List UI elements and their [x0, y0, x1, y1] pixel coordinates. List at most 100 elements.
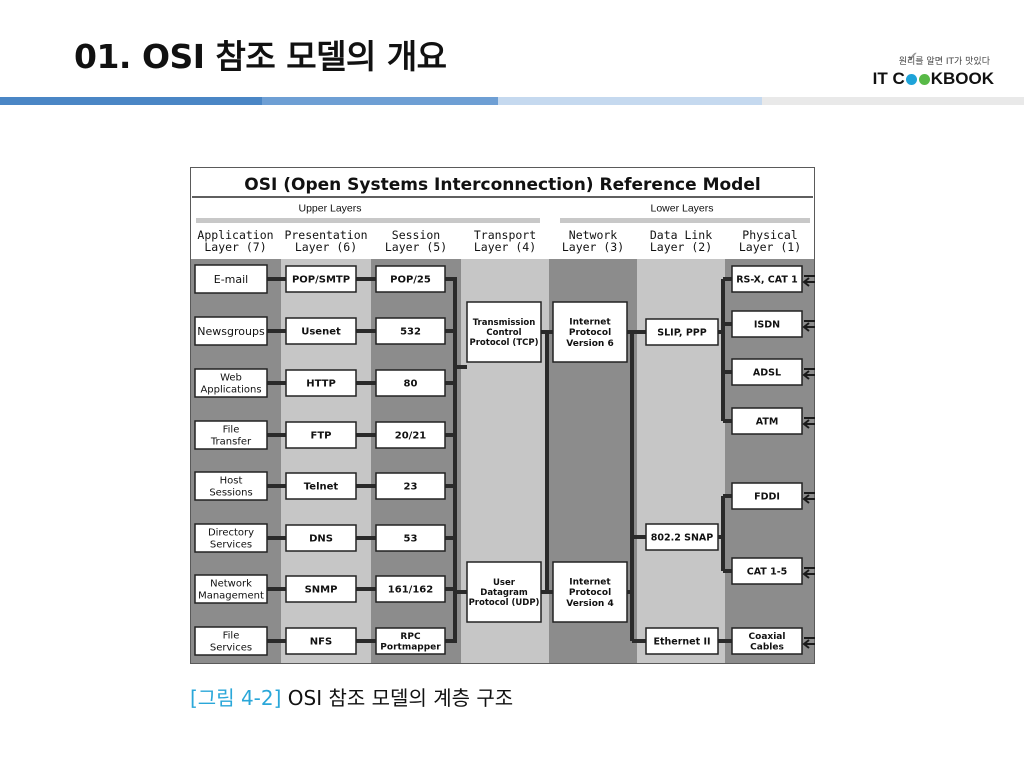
- session-item-box: [375, 627, 446, 655]
- logo-dot-icon: [918, 74, 930, 85]
- figure-caption-text: OSI 참조 모델의 계층 구조: [281, 686, 514, 710]
- physical-item: FDDI: [754, 491, 780, 502]
- application-item-box: [194, 574, 268, 604]
- application-item-box: [194, 471, 268, 501]
- header-bar-segment: [262, 97, 498, 105]
- physical-item-box: [731, 358, 803, 386]
- transport-item-box: [466, 301, 542, 363]
- figure-caption: [그림 4-2] OSI 참조 모델의 계층 구조: [190, 682, 513, 711]
- physical-item: CAT 1-5: [747, 566, 788, 577]
- diagram-title: OSI (Open Systems Interconnection) Refer…: [244, 175, 760, 195]
- datalink-item-box: [645, 627, 719, 655]
- bidirectional-arrow-icon: [802, 417, 815, 429]
- bidirectional-arrow-icon: [802, 368, 815, 380]
- header-bar-segment: [762, 97, 1024, 105]
- presentation-item-box: [285, 627, 357, 655]
- presentation-item-box: [285, 575, 357, 603]
- physical-item-box: [731, 627, 803, 655]
- datalink-item: SLIP, PPP: [657, 327, 706, 338]
- lower-layers-label: Lower Layers: [650, 203, 713, 215]
- it-cookbook-logo: ✔ 원리를 알면 IT가 맛있다 IT C KBOOK: [858, 50, 994, 92]
- session-item-box: [375, 524, 446, 552]
- session-item-box: [375, 421, 446, 449]
- application-item: Newsgroups: [197, 325, 265, 338]
- bidirectional-arrow-icon: [802, 492, 815, 504]
- network-item-box: [552, 561, 628, 623]
- osi-reference-model-diagram: OSI (Open Systems Interconnection) Refer…: [190, 167, 815, 664]
- session-item-box: [375, 369, 446, 397]
- presentation-item: FTP: [311, 431, 332, 442]
- presentation-item-box: [285, 317, 357, 345]
- session-item-box: [375, 575, 446, 603]
- presentation-item-box: [285, 265, 357, 293]
- bidirectional-arrow-icon: [802, 567, 815, 579]
- physical-item-box: [731, 557, 803, 585]
- application-item: E-mail: [214, 273, 249, 286]
- session-item: 20/21: [395, 431, 427, 442]
- presentation-item-box: [285, 472, 357, 500]
- application-item-box: [194, 316, 268, 346]
- physical-item: RS-X, CAT 1: [736, 274, 798, 285]
- figure-number: [그림 4-2]: [190, 686, 282, 710]
- session-item-box: [375, 317, 446, 345]
- transport-item-box: [466, 561, 542, 623]
- datalink-item: 802.2 SNAP: [651, 532, 714, 543]
- presentation-item-box: [285, 369, 357, 397]
- logo-brand-left: IT C: [872, 69, 905, 88]
- physical-item-box: [731, 310, 803, 338]
- header-divider-bar: [0, 97, 1024, 105]
- datalink-item: Ethernet II: [653, 636, 710, 647]
- session-item-box: [375, 472, 446, 500]
- check-icon: ✔: [907, 50, 918, 65]
- presentation-item-box: [285, 524, 357, 552]
- presentation-item: NFS: [310, 637, 332, 648]
- session-item: 161/162: [388, 585, 433, 596]
- physical-item: ATM: [756, 416, 779, 427]
- presentation-item: SNMP: [305, 585, 338, 596]
- presentation-item: DNS: [309, 534, 333, 545]
- session-item: 532: [400, 327, 421, 338]
- presentation-item: POP/SMTP: [292, 275, 350, 286]
- application-item-box: [194, 264, 268, 294]
- logo-tagline: 원리를 알면 IT가 맛있다: [898, 57, 990, 67]
- application-item-box: [194, 626, 268, 656]
- header-bar-segment: [498, 97, 762, 105]
- physical-item: ISDN: [754, 319, 780, 330]
- datalink-item-box: [645, 523, 719, 551]
- presentation-item: Telnet: [304, 482, 339, 493]
- lower-layers-bar: [560, 218, 810, 223]
- presentation-item-box: [285, 421, 357, 449]
- session-item: 53: [404, 534, 418, 545]
- session-item-box: [375, 265, 446, 293]
- physical-item-box: [731, 265, 803, 293]
- application-item-box: [194, 523, 268, 553]
- logo-brand-right: KBOOK: [930, 69, 994, 88]
- logo-wordmark: IT C KBOOK: [873, 69, 994, 89]
- application-item-box: [194, 420, 268, 450]
- presentation-item: HTTP: [306, 379, 336, 390]
- upper-layers-label: Upper Layers: [298, 203, 361, 215]
- presentation-item: Usenet: [301, 327, 341, 338]
- physical-item-box: [731, 407, 803, 435]
- session-item: 23: [404, 482, 418, 493]
- session-item: 80: [404, 379, 418, 390]
- bidirectional-arrow-icon: [802, 275, 815, 287]
- datalink-item-box: [645, 318, 719, 346]
